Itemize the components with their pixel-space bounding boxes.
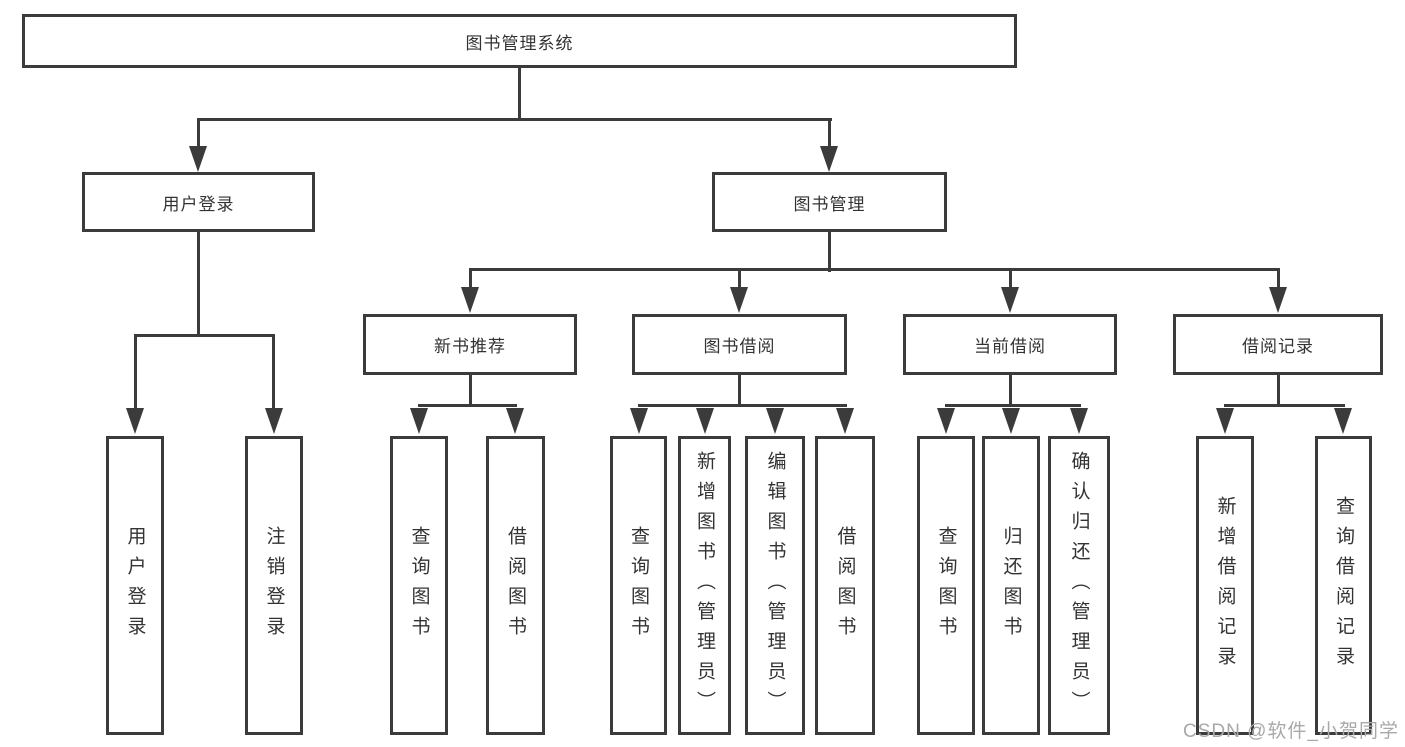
node-label: 图书管理系统 [465,33,574,53]
connector-line [1009,268,1012,290]
arrow-down-icon [189,146,207,172]
connector-line [518,68,521,121]
connector-line [197,118,200,150]
leaf-label: 查询图书 [935,525,957,646]
leaf-label: 归还图书 [1000,525,1022,646]
leaf-newbook-query-books: 查询图书 [390,436,448,735]
leaf-records-add-record: 新增借阅记录 [1196,436,1254,735]
node-label: 用户登录 [162,194,235,214]
node-borrow-records: 借阅记录 [1173,314,1383,375]
connector-line [1277,268,1280,290]
arrow-down-icon [265,408,283,434]
node-book-borrow: 图书借阅 [632,314,847,375]
connector-line [197,232,200,337]
leaf-borrow-borrow-books: 借阅图书 [815,436,875,735]
leaf-label: 查询图书 [628,525,649,646]
arrow-down-icon [1002,408,1020,434]
leaf-borrow-add-books-admin: 新增图书（管理员） [678,436,731,735]
node-label: 图书借阅 [703,337,776,356]
arrow-down-icon [696,408,714,434]
connector-line [469,374,472,407]
connector-line [738,374,741,407]
leaf-borrow-query-books: 查询图书 [610,436,667,735]
connector-line [828,118,831,150]
connector-line [1224,404,1345,407]
node-label: 图书管理 [793,194,866,214]
arrow-down-icon [1001,287,1019,313]
leaf-logout-login: 注销登录 [245,436,303,735]
leaf-current-query-books: 查询图书 [917,436,975,735]
leaf-label: 新增借阅记录 [1214,495,1236,676]
arrow-down-icon [410,408,428,434]
connector-line [1277,374,1280,407]
arrow-down-icon [1216,408,1234,434]
leaf-label: 注销登录 [263,525,285,646]
leaf-label: 借阅图书 [834,525,856,646]
leaf-current-return-books: 归还图书 [982,436,1040,735]
arrow-down-icon [1334,408,1352,434]
arrow-down-icon [1070,408,1088,434]
leaf-label: 新增图书（管理员） [694,450,715,721]
leaf-label: 查询图书 [408,525,430,646]
leaf-label: 查询借阅记录 [1333,495,1354,676]
leaf-borrow-edit-books-admin: 编辑图书（管理员） [745,436,805,735]
arrow-down-icon [461,287,479,313]
connector-line [469,268,472,290]
connector-line [418,404,517,407]
leaf-user-login: 用户登录 [106,436,164,735]
node-new-book-recommend: 新书推荐 [363,314,577,375]
node-book-management: 图书管理 [712,172,947,232]
csdn-watermark: CSDN @软件_小贺同学 [1183,721,1399,742]
arrow-down-icon [730,287,748,313]
leaf-current-confirm-return-admin: 确认归还（管理员） [1048,436,1110,735]
leaf-label: 编辑图书（管理员） [764,450,786,721]
leaf-label: 确认归还（管理员） [1068,450,1090,721]
leaf-newbook-borrow-books: 借阅图书 [486,436,545,735]
arrow-down-icon [630,408,648,434]
connector-line [469,268,1280,271]
connector-line [828,232,831,272]
node-label: 新书推荐 [434,337,506,356]
node-current-borrow: 当前借阅 [903,314,1117,375]
arrow-down-icon [937,408,955,434]
arrow-down-icon [506,408,524,434]
arrow-down-icon [820,146,838,172]
leaf-records-query-record: 查询借阅记录 [1315,436,1372,735]
connector-line [738,268,741,290]
node-label: 当前借阅 [974,337,1046,356]
node-library-system: 图书管理系统 [22,14,1017,68]
connector-line [134,334,137,412]
arrow-down-icon [1269,287,1287,313]
connector-line [197,118,832,121]
arrow-down-icon [126,408,144,434]
node-user-login: 用户登录 [82,172,315,232]
leaf-label: 借阅图书 [505,525,526,646]
node-label: 借阅记录 [1242,337,1314,356]
connector-line [134,334,275,337]
arrow-down-icon [836,408,854,434]
arrow-down-icon [766,408,784,434]
leaf-label: 用户登录 [124,525,146,646]
connector-line [638,404,847,407]
connector-line [1009,374,1012,407]
connector-line [272,334,275,412]
connector-line [945,404,1081,407]
